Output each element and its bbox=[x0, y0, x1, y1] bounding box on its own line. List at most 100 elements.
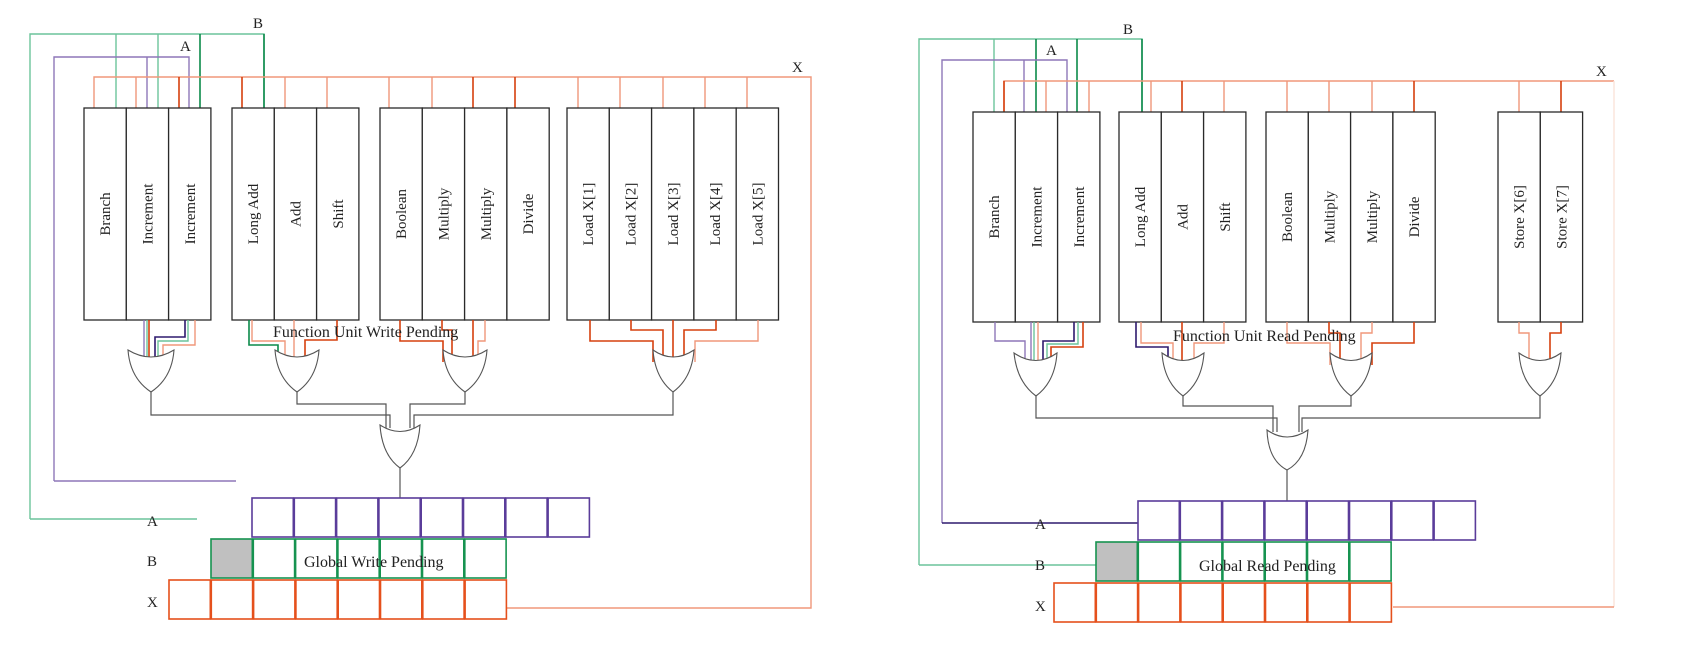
register-cell bbox=[1349, 541, 1392, 582]
register-cell bbox=[210, 579, 254, 620]
unit-group: Branch Increment Increment bbox=[972, 111, 1101, 323]
global-write-pending bbox=[168, 497, 591, 620]
function-unit-label: Increment bbox=[140, 183, 156, 245]
function-unit-label: Load X[1] bbox=[581, 183, 597, 246]
function-unit-box bbox=[1349, 111, 1394, 323]
register-cell bbox=[1095, 582, 1139, 623]
function-unit-box bbox=[693, 107, 737, 321]
register-cell bbox=[1053, 582, 1097, 623]
function-unit-box bbox=[421, 107, 466, 321]
function-unit-label: Branch bbox=[987, 195, 1003, 239]
or-gate bbox=[652, 348, 695, 393]
unit-output-wires bbox=[994, 322, 1562, 365]
register-cell bbox=[252, 579, 296, 620]
b-bus-label: B bbox=[253, 16, 263, 32]
function-unit-box bbox=[1497, 111, 1541, 323]
or-gate bbox=[274, 348, 320, 393]
register-row-b bbox=[210, 538, 507, 579]
register-cell bbox=[1221, 500, 1265, 541]
register-cell bbox=[464, 579, 508, 620]
function-unit-label: Boolean bbox=[1280, 192, 1296, 242]
register-cell bbox=[168, 579, 212, 620]
register-cell bbox=[1180, 582, 1224, 623]
register-cell bbox=[252, 538, 296, 579]
function-unit: Store X[6] bbox=[1497, 111, 1541, 323]
register-cell bbox=[1306, 541, 1350, 582]
function-unit-box bbox=[566, 107, 610, 321]
unit-pending-caption: Function Unit Write Pending bbox=[273, 324, 458, 341]
function-units: Branch Increment Increment Long Add Add Shift… bbox=[972, 111, 1584, 323]
function-unit: Divide bbox=[506, 107, 550, 321]
function-unit: Boolean bbox=[379, 107, 423, 321]
unit-group: Store X[6]Store X[7] bbox=[1497, 111, 1584, 323]
function-unit-label: Multiply bbox=[479, 187, 495, 240]
b-bus-wires bbox=[29, 33, 265, 520]
function-unit-box bbox=[650, 107, 695, 321]
register-cell bbox=[1307, 582, 1350, 623]
unit-group: Load X[1]Load X[2]Load X[3]Load X[4]Load… bbox=[566, 107, 780, 321]
function-unit: Increment bbox=[1014, 111, 1059, 323]
gate-tree-wires bbox=[1035, 396, 1541, 501]
function-unit-box bbox=[735, 107, 780, 321]
function-unit-label: Increment bbox=[1029, 186, 1045, 248]
function-unit-label: Multiply bbox=[436, 187, 452, 240]
register-cell bbox=[1349, 582, 1393, 623]
row-label-b: B bbox=[1035, 558, 1045, 574]
function-unit-label: Multiply bbox=[1322, 190, 1338, 243]
function-unit-label: Multiply bbox=[1365, 190, 1381, 243]
function-unit-box bbox=[463, 107, 508, 321]
function-unit: Branch bbox=[83, 107, 127, 321]
register-row-a bbox=[1137, 500, 1477, 541]
function-unit-label: Boolean bbox=[394, 189, 410, 239]
register-cell bbox=[1179, 541, 1223, 582]
or-gate bbox=[442, 348, 488, 393]
function-unit: Multiply bbox=[1349, 111, 1394, 323]
function-unit-label: Increment bbox=[1072, 186, 1088, 248]
register-cell bbox=[547, 497, 591, 538]
register-cell bbox=[1306, 500, 1350, 541]
register-cell bbox=[251, 497, 295, 538]
x-bus-wires bbox=[93, 76, 812, 609]
register-cell bbox=[294, 538, 338, 579]
row-label-b: B bbox=[147, 554, 157, 570]
register-cell bbox=[1391, 500, 1434, 541]
function-unit-label: Long Add bbox=[1133, 186, 1149, 247]
register-row-x bbox=[1053, 582, 1393, 623]
register-cell bbox=[1137, 541, 1181, 582]
function-unit-box bbox=[1202, 111, 1247, 323]
function-unit-label: Divide bbox=[1407, 196, 1423, 237]
register-row-a bbox=[251, 497, 591, 538]
unit-output-wires bbox=[143, 320, 759, 362]
unit-group: Branch Increment Increment bbox=[83, 107, 212, 321]
or-gate bbox=[1013, 351, 1058, 397]
function-unit: Add bbox=[1160, 111, 1205, 323]
register-cell-occupied bbox=[1095, 541, 1139, 582]
function-unit-box bbox=[972, 111, 1016, 323]
register-cell bbox=[1433, 500, 1477, 541]
x-bus-label: X bbox=[792, 60, 803, 76]
or-gates bbox=[1013, 351, 1562, 471]
register-cell bbox=[379, 538, 423, 579]
function-unit: Increment bbox=[1056, 111, 1101, 323]
function-unit-label: Shift bbox=[1218, 202, 1234, 232]
register-cell bbox=[335, 497, 379, 538]
final-or-gate bbox=[379, 423, 421, 469]
function-unit-box bbox=[83, 107, 127, 321]
register-cell bbox=[337, 579, 381, 620]
function-unit: Load X[3] bbox=[650, 107, 695, 321]
register-cell bbox=[1137, 582, 1181, 623]
function-unit-label: Shift bbox=[331, 199, 347, 229]
function-unit: Increment bbox=[167, 107, 212, 321]
x-bus-label: X bbox=[1596, 64, 1607, 80]
or-gate bbox=[1161, 351, 1205, 397]
register-cell bbox=[1264, 541, 1308, 582]
function-unit-box bbox=[1118, 111, 1162, 323]
function-unit-label: Load X[4] bbox=[708, 183, 724, 246]
function-unit-box bbox=[125, 107, 170, 321]
register-cell bbox=[1222, 582, 1266, 623]
